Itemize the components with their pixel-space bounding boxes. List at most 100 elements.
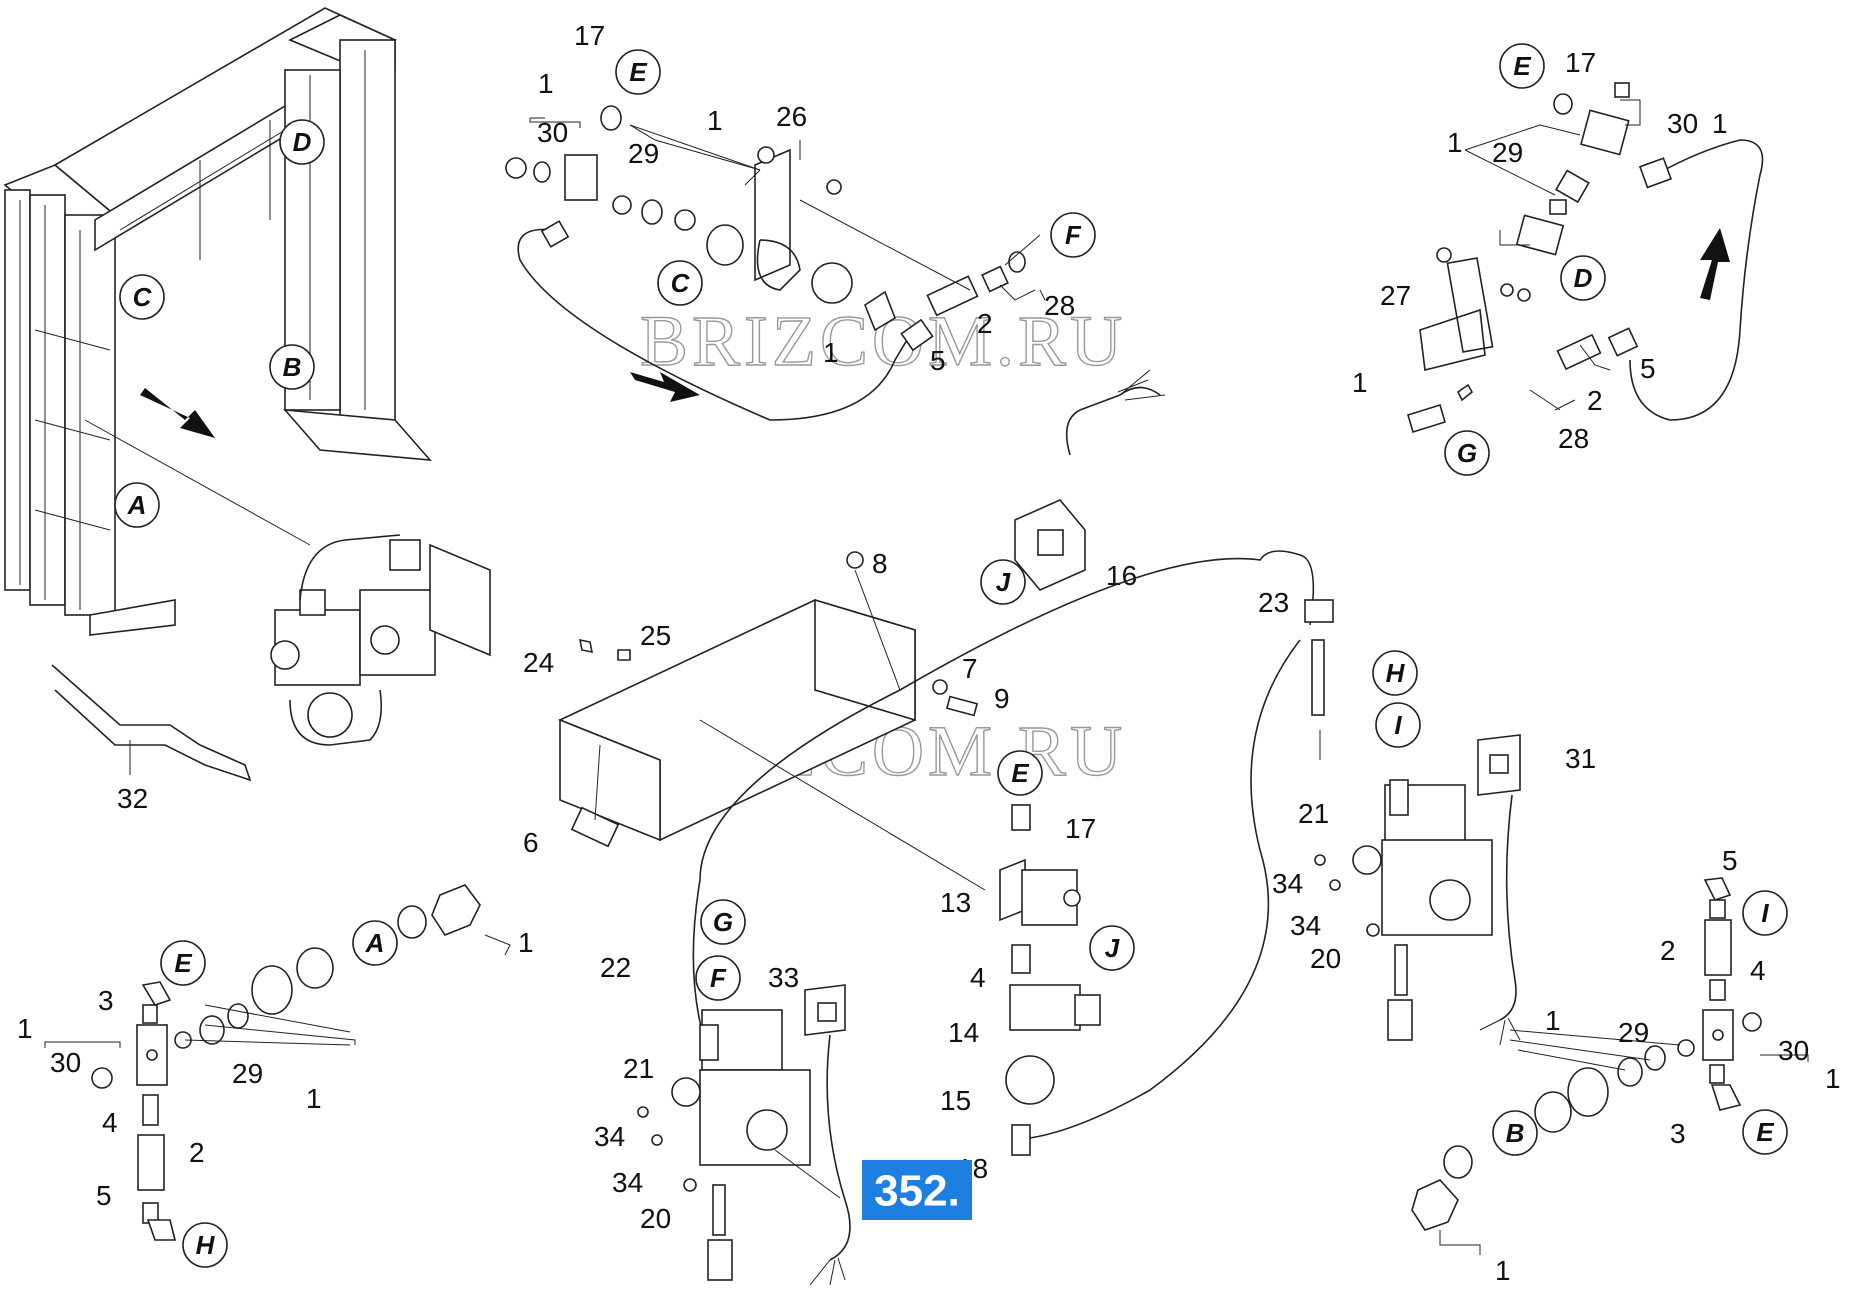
svg-text:G: G <box>713 907 733 937</box>
bottom-left-assembly <box>44 884 511 1241</box>
connector-J-chain: J <box>1089 925 1135 971</box>
callout-28-top-right: 28 <box>1558 423 1589 454</box>
connector-G-chain: G <box>700 899 746 945</box>
svg-text:E: E <box>1011 758 1029 788</box>
direction-arrow-frame <box>140 388 215 438</box>
callout-1-top-center-c: 1 <box>823 337 839 368</box>
callout-1-top-right-c: 1 <box>1352 367 1368 398</box>
callout-2-top-center: 2 <box>977 308 993 339</box>
connector-H-chain: H <box>1372 650 1418 696</box>
callout-5-bottom-left: 5 <box>96 1180 112 1211</box>
direction-arrow-top-center <box>630 372 700 402</box>
pump-module <box>270 534 491 746</box>
callout-23: 23 <box>1258 587 1289 618</box>
mounting-strap <box>51 664 252 782</box>
callout-32: 32 <box>117 783 148 814</box>
callout-4-chain: 4 <box>970 962 986 993</box>
svg-text:F: F <box>710 963 727 993</box>
callout-34-left-b: 34 <box>612 1167 643 1198</box>
callout-30-top-right: 30 <box>1667 108 1698 139</box>
callout-30-bottom-right: 30 <box>1778 1035 1809 1066</box>
callout-17-top-right: 17 <box>1565 47 1596 78</box>
callout-2-top-right: 2 <box>1587 385 1603 416</box>
connector-B-frame: B <box>269 344 315 390</box>
callout-2-bottom-left: 2 <box>189 1137 205 1168</box>
sensor-chain <box>692 550 1334 1156</box>
callout-1-top-right-b: 1 <box>1447 127 1463 158</box>
connector-D-frame: D <box>279 119 325 165</box>
svg-text:F: F <box>1065 220 1082 250</box>
svg-text:H: H <box>196 1230 216 1260</box>
callout-7: 7 <box>962 653 978 684</box>
callout-1-bottom-right-b: 1 <box>1825 1063 1841 1094</box>
mounting-bracket <box>557 551 986 891</box>
callout-5-bottom-right: 5 <box>1722 845 1738 876</box>
callout-34-right-b: 34 <box>1290 910 1321 941</box>
connector-E-chain: E <box>997 750 1043 796</box>
diagram-number-badge: 352. <box>862 1160 972 1220</box>
callout-1-top-center-a: 1 <box>538 68 554 99</box>
solenoid-valve-left <box>637 984 851 1286</box>
callout-6: 6 <box>523 827 539 858</box>
callout-1-top-right-a: 1 <box>1712 108 1728 139</box>
solenoid-valve-right <box>1314 734 1521 1046</box>
callout-30-top-center: 30 <box>537 117 568 148</box>
callout-2-bottom-right: 2 <box>1660 935 1676 966</box>
connector-J-cable: J <box>980 559 1026 605</box>
svg-text:I: I <box>1394 710 1402 740</box>
svg-text:G: G <box>1457 438 1477 468</box>
callout-34-right-a: 34 <box>1272 868 1303 899</box>
callout-15: 15 <box>940 1085 971 1116</box>
callout-27-top-right: 27 <box>1380 280 1411 311</box>
svg-text:352.: 352. <box>874 1167 960 1216</box>
svg-text:D: D <box>293 127 312 157</box>
svg-text:E: E <box>1513 51 1531 81</box>
callout-25: 25 <box>640 620 671 651</box>
direction-arrow-top-right <box>1700 228 1730 300</box>
connector-D-top-right: D <box>1560 255 1606 301</box>
connector-E-bottom-right: E <box>1742 1109 1788 1155</box>
connector-C-frame: C <box>119 274 165 320</box>
callout-4-bottom-right: 4 <box>1750 955 1766 986</box>
connector-A-frame: A <box>114 482 160 528</box>
connector-G-top-right: G <box>1444 430 1490 476</box>
callout-28-top-center: 28 <box>1044 290 1075 321</box>
connector-I-chain: I <box>1375 702 1421 748</box>
callout-29-bottom-left: 29 <box>232 1058 263 1089</box>
callout-1-bottom-left-c: 1 <box>306 1083 322 1114</box>
svg-text:B: B <box>283 352 302 382</box>
callout-8: 8 <box>872 548 888 579</box>
svg-text:E: E <box>174 948 192 978</box>
callout-13: 13 <box>940 887 971 918</box>
callout-31: 31 <box>1565 743 1596 774</box>
callout-5-top-center: 5 <box>930 345 946 376</box>
callout-26-top-center: 26 <box>776 101 807 132</box>
callout-17-top-center: 17 <box>574 20 605 51</box>
connector-C-top-center: C <box>657 260 703 306</box>
svg-text:A: A <box>365 928 385 958</box>
callout-21-left: 21 <box>623 1053 654 1084</box>
callout-3-bottom-left: 3 <box>98 985 114 1016</box>
svg-text:J: J <box>1105 933 1120 963</box>
svg-text:B: B <box>1506 1118 1525 1148</box>
svg-text:E: E <box>1756 1117 1774 1147</box>
callout-29-bottom-right: 29 <box>1618 1017 1649 1048</box>
callout-1-bottom-left-a: 1 <box>17 1013 33 1044</box>
callout-20-left: 20 <box>640 1203 671 1234</box>
callout-34-left-a: 34 <box>594 1121 625 1152</box>
callout-17-chain: 17 <box>1065 813 1096 844</box>
svg-text:D: D <box>1574 263 1593 293</box>
callout-21-right: 21 <box>1298 798 1329 829</box>
svg-text:E: E <box>629 57 647 87</box>
callout-30-bottom-left: 30 <box>50 1047 81 1078</box>
connector-F-chain: F <box>695 955 741 1001</box>
connector-B-bottom-right: B <box>1492 1110 1538 1156</box>
connector-E-top-right: E <box>1499 43 1545 89</box>
callout-24: 24 <box>523 647 554 678</box>
svg-text:C: C <box>671 268 691 298</box>
connector-I-bottom-right: I <box>1742 890 1788 936</box>
connector-E-top-center: E <box>615 49 661 95</box>
svg-text:H: H <box>1386 658 1406 688</box>
top-right-assembly <box>1407 82 1764 434</box>
